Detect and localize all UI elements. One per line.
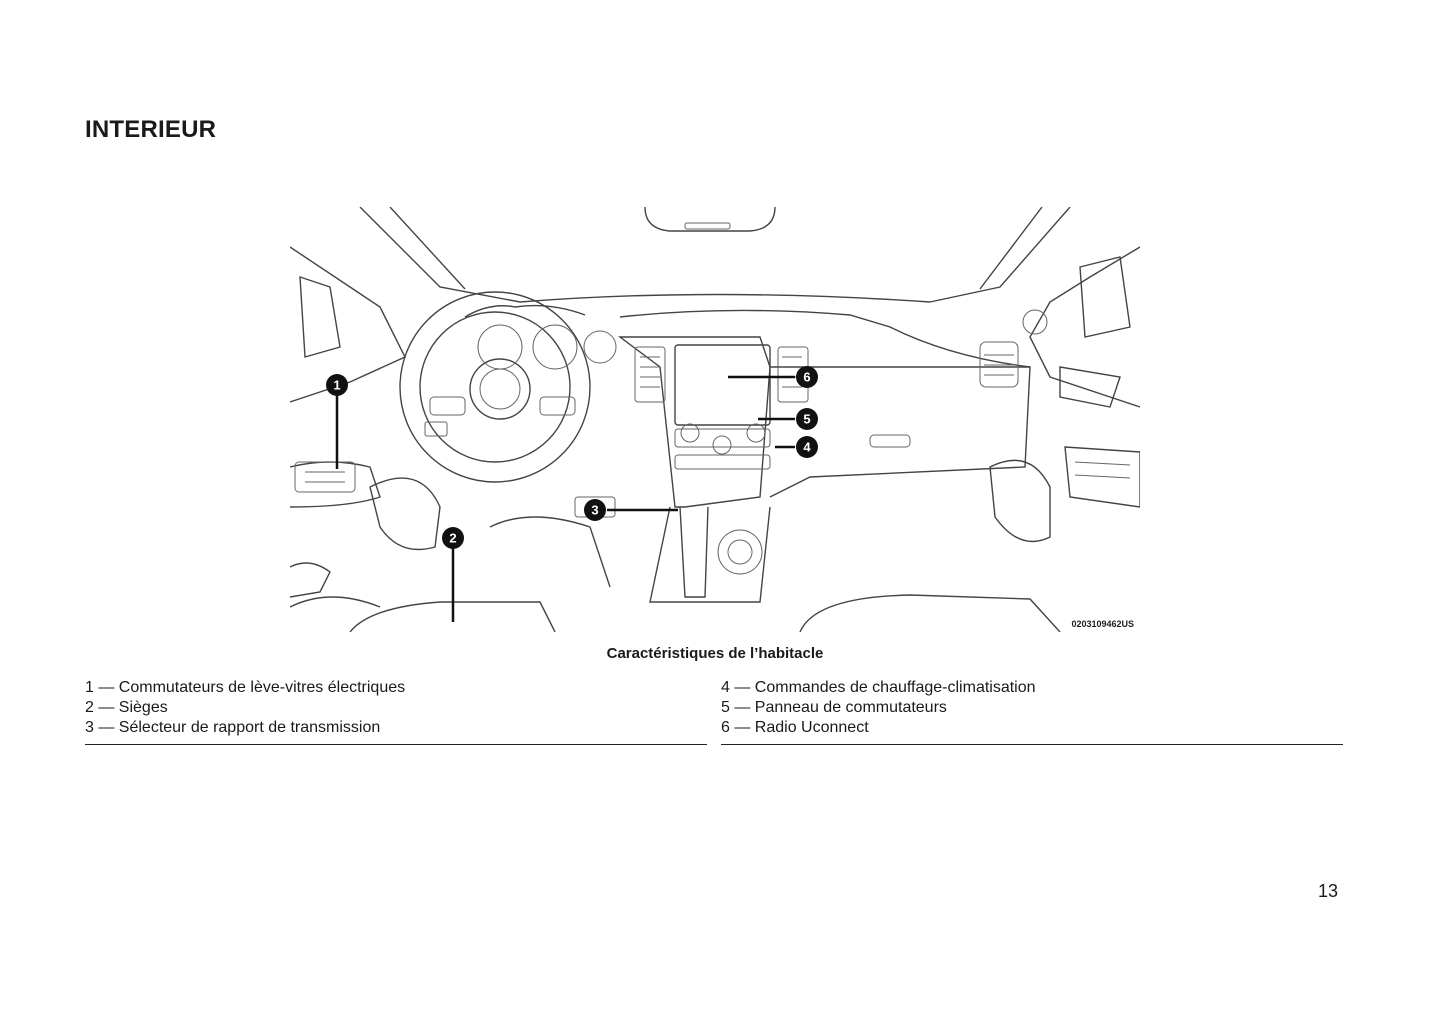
passenger-seat xyxy=(799,594,1061,632)
legend-item: 2 — Sièges xyxy=(85,699,168,716)
legend-item: 6 — Radio Uconnect xyxy=(721,719,869,736)
svg-text:5: 5 xyxy=(803,412,810,427)
mirror-outline xyxy=(644,207,776,232)
callout-5: 5 xyxy=(796,408,818,430)
legend-left: 1 — Commutateurs de lève-vitres électriq… xyxy=(85,678,707,745)
radio-screen xyxy=(674,344,771,426)
driver-seat xyxy=(349,601,556,632)
figure-caption: Caractéristiques de l’habitacle xyxy=(606,645,824,662)
callout-4: 4 xyxy=(796,436,818,458)
steering-hub xyxy=(469,358,531,420)
legend-item: 4 — Commandes de chauffage-climatisation xyxy=(721,679,1036,696)
dashboard-line-drawing: 1 2 3 4 5 6 xyxy=(290,207,1140,632)
callout-2: 2 xyxy=(442,527,464,549)
callout-6: 6 xyxy=(796,366,818,388)
steering-wheel-rim xyxy=(399,291,591,483)
legend-item: 3 — Sélecteur de rapport de transmission xyxy=(85,719,381,736)
callout-3: 3 xyxy=(584,499,606,521)
svg-text:4: 4 xyxy=(803,440,811,455)
svg-text:2: 2 xyxy=(449,531,456,546)
legend-right: 4 — Commandes de chauffage-climatisation… xyxy=(721,678,1343,745)
callout-1: 1 xyxy=(326,374,348,396)
page-number: 13 xyxy=(1318,881,1339,901)
svg-text:1: 1 xyxy=(333,378,340,393)
svg-text:3: 3 xyxy=(591,503,598,518)
gear-selector xyxy=(679,506,709,598)
legend-item: 5 — Panneau de commutateurs xyxy=(721,699,947,716)
figure-code: 0203109462US xyxy=(1071,619,1134,629)
legend-item: 1 — Commutateurs de lève-vitres électriq… xyxy=(85,679,406,696)
interior-illustration: 1 2 3 4 5 6 0203109462US xyxy=(290,207,1140,632)
window-switch-panel xyxy=(294,461,356,493)
page-title: INTERIEUR xyxy=(85,116,217,143)
svg-text:6: 6 xyxy=(803,370,810,385)
